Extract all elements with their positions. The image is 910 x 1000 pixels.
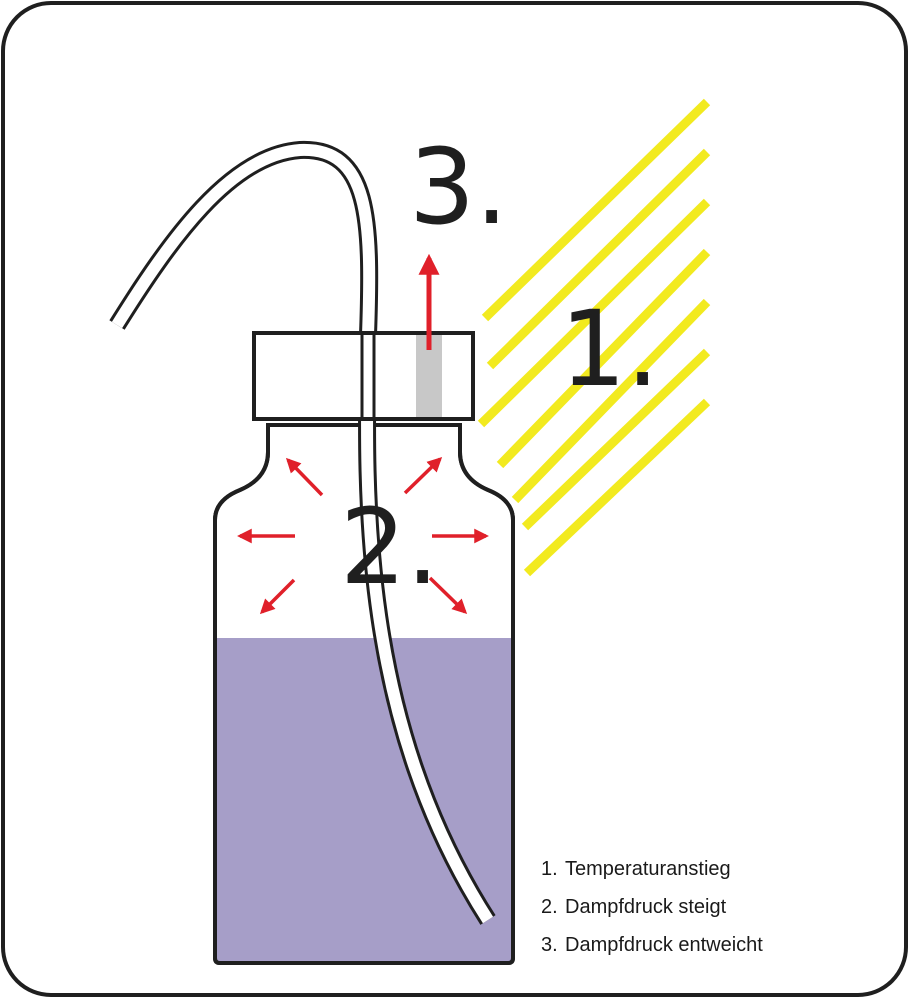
legend-item-1: 1. Temperaturanstieg <box>541 855 763 893</box>
legend-number: 2. <box>541 896 558 918</box>
bottle-cap <box>252 331 475 421</box>
pressure-arrows <box>237 456 489 615</box>
dispensing-tube <box>109 140 496 925</box>
legend-text: Dampfdruck steigt <box>565 896 727 918</box>
legend: 1.Temperaturanstieg 2.Dampfdruck steigt … <box>541 855 763 969</box>
legend-text: Dampfdruck entweicht <box>565 934 763 956</box>
label-step-2: 2. <box>340 486 439 608</box>
legend-number: 1. <box>541 858 558 880</box>
heat-rays <box>477 98 711 577</box>
pressure-arrow-up-right <box>403 456 443 495</box>
legend-number: 3. <box>541 934 558 956</box>
legend-item-2: 2. Dampfdruck steigt <box>541 893 763 931</box>
legend-text: Temperaturanstieg <box>565 858 731 880</box>
legend-item-3: 3. Dampfdruck entweicht <box>541 931 763 969</box>
liquid <box>215 638 513 963</box>
pressure-arrow-up-left <box>285 457 324 497</box>
pressure-arrow-down-right <box>428 576 468 615</box>
label-step-3: 3. <box>409 126 508 248</box>
label-step-1: 1. <box>560 288 659 410</box>
pressure-arrow-down-left <box>259 578 296 615</box>
